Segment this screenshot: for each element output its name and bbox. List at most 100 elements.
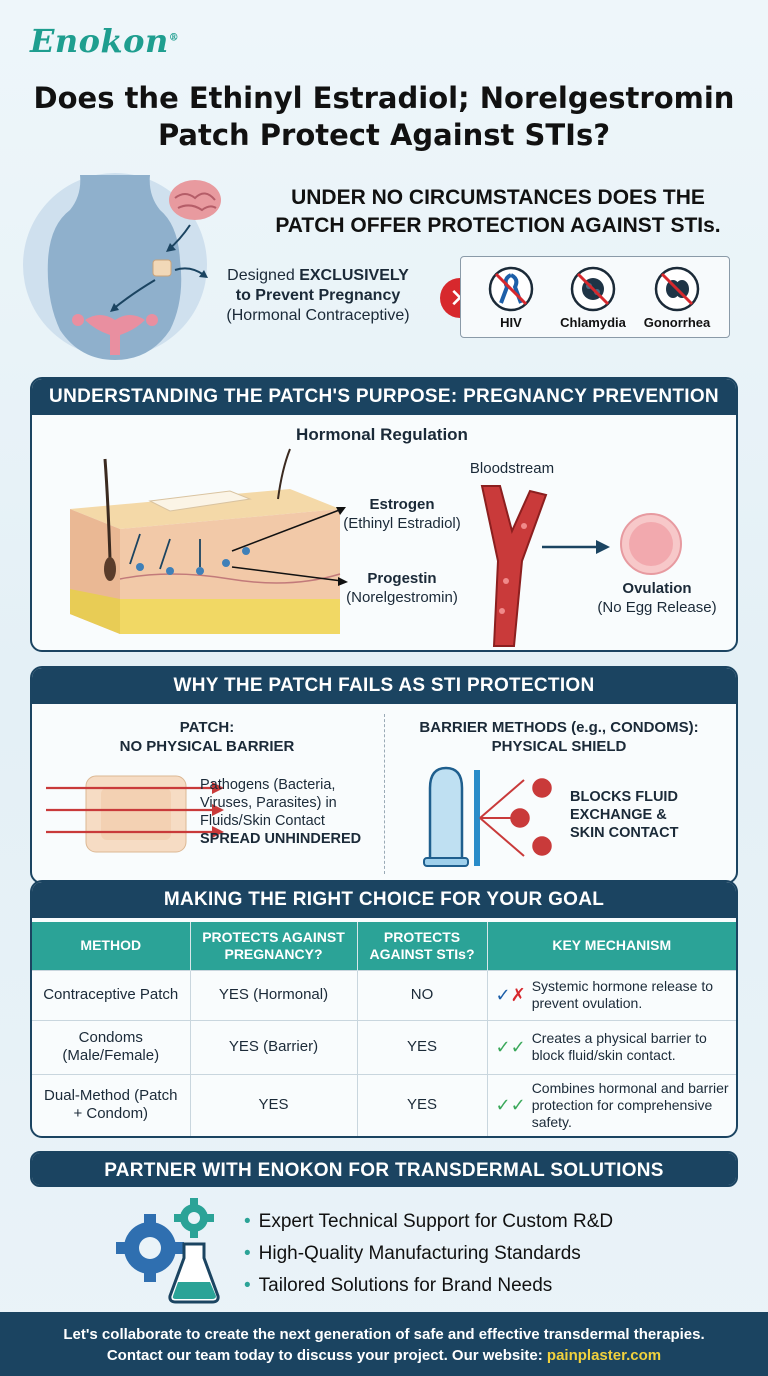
- mechanism-text: Creates a physical barrier to block flui…: [531, 1030, 707, 1063]
- cell-pregnancy: YES (Hormonal): [190, 969, 358, 1020]
- registered-mark: ®: [168, 32, 180, 44]
- right-text2: EXCHANGE &: [570, 807, 667, 823]
- sti-item-hiv: HIV: [475, 265, 547, 330]
- left-text1: Pathogens (Bacteria,: [200, 777, 336, 793]
- check-icon: ✓: [495, 984, 511, 1005]
- left-title-line2: NO PHYSICAL BARRIER: [119, 738, 295, 755]
- progestin-sub: (Norelgestromin): [346, 589, 458, 606]
- cell-mechanism: ✓✗Systemic hormone release to prevent ov…: [487, 969, 736, 1020]
- hero-headline-line2: PATCH OFFER PROTECTION AGAINST STIs.: [275, 214, 721, 237]
- patch-no-barrier-title: PATCH: NO PHYSICAL BARRIER: [52, 718, 362, 756]
- hero-headline-line1: UNDER NO CIRCUMSTANCES DOES THE: [291, 186, 705, 209]
- right-text1: BLOCKS FLUID: [570, 789, 678, 805]
- table-row: Contraceptive Patch YES (Hormonal) NO ✓✗…: [32, 969, 736, 1020]
- sti-label-chlamydia: Chlamydia: [560, 315, 626, 330]
- col-method: METHOD: [32, 922, 191, 970]
- designed-bold: EXCLUSIVELY: [299, 267, 409, 284]
- section3-header: MAKING THE RIGHT CHOICE FOR YOUR GOAL: [32, 882, 736, 918]
- check-icon: ✓: [495, 1094, 511, 1115]
- partner-banner: PARTNER WITH ENOKON FOR TRANSDERMAL SOLU…: [30, 1151, 738, 1187]
- comparison-table: METHOD PROTECTS AGAINST PREGNANCY? PROTE…: [32, 922, 736, 1136]
- sti-list-box: HIV Chlamydia Gonorrhea: [460, 256, 730, 338]
- ovulation-label: Ovulation (No Egg Release): [582, 579, 732, 617]
- designed-line2: to Prevent Pregnancy: [235, 287, 401, 304]
- cell-method: Condoms (Male/Female): [32, 1019, 191, 1074]
- col-sti: PROTECTS AGAINST STIs?: [357, 922, 488, 970]
- check-marks: ✓✓: [495, 1094, 526, 1115]
- footer-line1: Let's collaborate to create the next gen…: [63, 1326, 705, 1343]
- body-figure-illustration: [23, 173, 221, 360]
- designed-pre: Designed: [227, 267, 300, 284]
- sti-item-chlamydia: Chlamydia: [557, 265, 629, 330]
- brain-icon: [169, 180, 221, 220]
- progestin-label: Progestin (Norelgestromin): [332, 569, 472, 607]
- table-row: Dual-Method (Patch + Condom) YES YES ✓✓C…: [32, 1073, 736, 1136]
- right-title-line1: BARRIER METHODS (e.g., CONDOMS):: [419, 719, 699, 736]
- bloodstream-label: Bloodstream: [469, 460, 555, 477]
- designed-line3: (Hormonal Contraceptive): [226, 307, 410, 324]
- egg-cell-icon: [620, 513, 682, 575]
- section-right-choice: MAKING THE RIGHT CHOICE FOR YOUR GOAL ME…: [30, 880, 738, 1138]
- patch-pathogens-illustration: [46, 775, 224, 853]
- mechanism-text: Systemic hormone release to prevent ovul…: [531, 978, 713, 1011]
- ovulation-name: Ovulation: [622, 580, 692, 597]
- hormone-arrows: [231, 507, 348, 586]
- right-text3: SKIN CONTACT: [570, 825, 679, 841]
- mechanism-text: Combines hormonal and barrier protection…: [531, 1079, 729, 1130]
- footer-line2-text: Contact our team today to discuss your p…: [106, 1347, 547, 1364]
- table-row: Condoms (Male/Female) YES (Barrier) YES …: [32, 1019, 736, 1074]
- hero-section: UNDER NO CIRCUMSTANCES DOES THE PATCH OF…: [20, 170, 748, 365]
- sti-item-gonorrhea: Gonorrhea: [641, 265, 713, 330]
- section2-header: WHY THE PATCH FAILS AS STI PROTECTION: [32, 668, 736, 704]
- section2-divider: [384, 714, 385, 874]
- blood-vessel-illustration: [480, 485, 548, 647]
- website-link[interactable]: painplaster.com: [546, 1347, 662, 1364]
- estrogen-sub: (Ethinyl Estradiol): [343, 515, 461, 532]
- check-marks: ✓✗: [495, 984, 526, 1005]
- condom-barrier-illustration: [423, 766, 552, 867]
- left-title-line1: PATCH:: [179, 719, 235, 736]
- hiv-ribbon-crossed-icon: [488, 266, 534, 312]
- ovulation-sub: (No Egg Release): [597, 599, 717, 616]
- section-why-fails: WHY THE PATCH FAILS AS STI PROTECTION PA…: [30, 666, 738, 884]
- section4-header: PARTNER WITH ENOKON FOR TRANSDERMAL SOLU…: [32, 1153, 736, 1185]
- partner-benefits-list: Expert Technical Support for Custom R&D …: [244, 1206, 613, 1302]
- to-ovary-arrow: [542, 540, 610, 554]
- col-mechanism: KEY MECHANISM: [487, 922, 736, 970]
- check-marks: ✓✓: [495, 1036, 526, 1057]
- hormonal-regulation-title: Hormonal Regulation: [296, 425, 468, 444]
- left-text3: Fluids/Skin Contact: [200, 813, 325, 829]
- page-title-line2: Patch Protect Against STIs?: [157, 118, 611, 152]
- barrier-methods-title: BARRIER METHODS (e.g., CONDOMS): PHYSICA…: [394, 718, 724, 756]
- sti-label-gonorrhea: Gonorrhea: [643, 315, 711, 330]
- estrogen-label: Estrogen(Ethinyl Estradiol): [332, 495, 472, 533]
- progestin-name: Progestin: [367, 570, 437, 587]
- gonorrhea-bacteria-crossed-icon: [654, 266, 700, 312]
- cell-sti: YES: [357, 1019, 488, 1074]
- sti-label-hiv: HIV: [500, 315, 522, 330]
- left-text4: SPREAD UNHINDERED: [200, 831, 362, 847]
- check-icon: ✓: [510, 1036, 526, 1057]
- col-pregnancy: PROTECTS AGAINST PREGNANCY?: [190, 922, 358, 970]
- right-title-line2: PHYSICAL SHIELD: [491, 738, 627, 755]
- skin-cross-section-illustration: [70, 448, 341, 634]
- list-item: High-Quality Manufacturing Standards: [244, 1238, 613, 1270]
- cell-sti: YES: [357, 1073, 488, 1136]
- footer-line2: Contact our team today to discuss your p…: [0, 1345, 768, 1366]
- footer-banner: Let's collaborate to create the next gen…: [0, 1312, 768, 1376]
- section-patch-purpose: UNDERSTANDING THE PATCH'S PURPOSE: PREGN…: [30, 377, 738, 652]
- cell-pregnancy: YES: [190, 1073, 358, 1136]
- cross-icon: ✗: [510, 984, 526, 1005]
- cell-method: Dual-Method (Patch + Condom): [32, 1073, 191, 1136]
- pathogens-text: Pathogens (Bacteria, Viruses, Parasites)…: [200, 776, 390, 848]
- cell-pregnancy: YES (Barrier): [190, 1019, 358, 1074]
- gear-flask-icon: [116, 1198, 220, 1304]
- page-title-line1: Does the Ethinyl Estradiol; Norelgestrom…: [33, 81, 735, 115]
- table-header-row: METHOD PROTECTS AGAINST PREGNANCY? PROTE…: [32, 922, 736, 970]
- check-icon: ✓: [510, 1094, 526, 1115]
- designed-purpose-text: Designed EXCLUSIVELY to Prevent Pregnanc…: [198, 266, 438, 326]
- cell-sti: NO: [357, 969, 488, 1020]
- list-item: Tailored Solutions for Brand Needs: [244, 1270, 613, 1302]
- check-icon: ✓: [495, 1036, 511, 1057]
- cell-mechanism: ✓✓Combines hormonal and barrier protecti…: [487, 1073, 736, 1136]
